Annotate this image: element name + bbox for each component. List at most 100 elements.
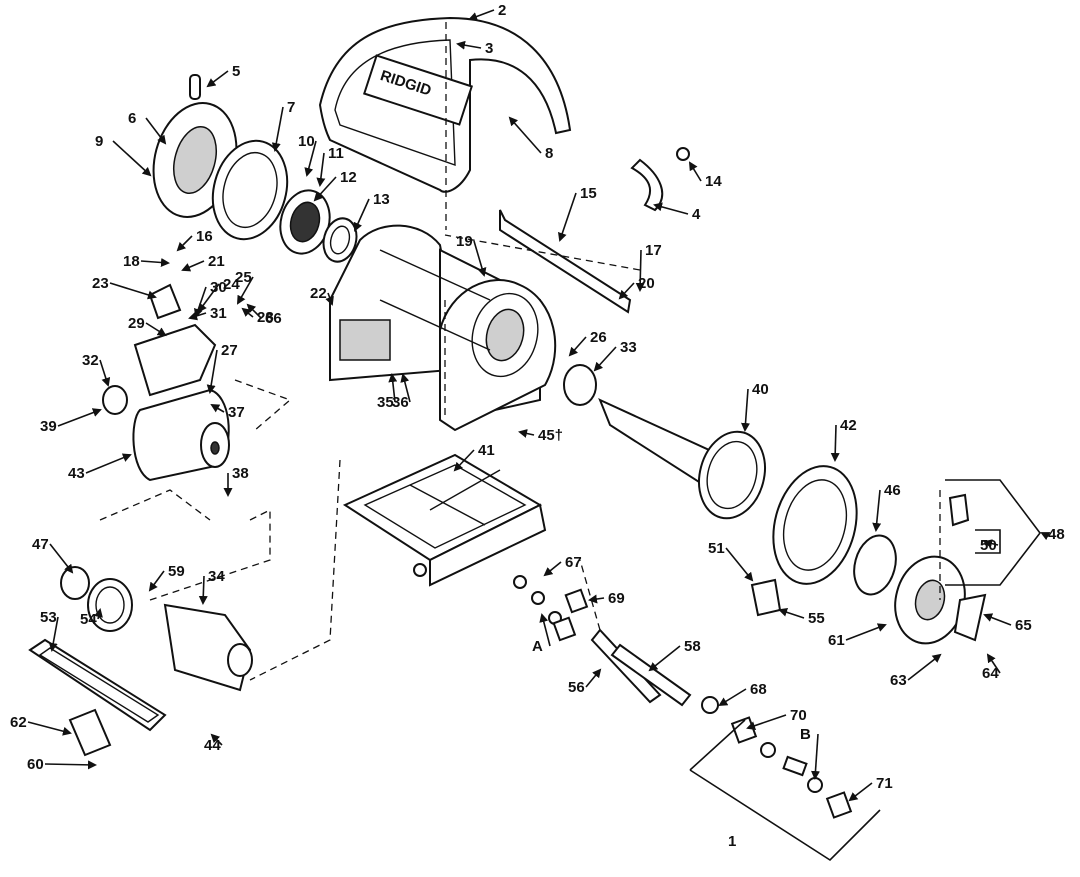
arrow-icon xyxy=(112,140,152,177)
arrow-icon xyxy=(237,276,254,305)
callout-label: 30 xyxy=(210,279,227,296)
arrow-icon xyxy=(210,403,225,413)
arrow-icon xyxy=(27,721,72,736)
arrow-icon xyxy=(85,453,132,474)
arrow-icon xyxy=(653,202,689,215)
arrow-icon xyxy=(453,449,475,472)
motor-group xyxy=(102,283,230,482)
arrow-icon xyxy=(725,547,754,582)
base-panel xyxy=(28,638,167,757)
arrow-icon xyxy=(585,668,602,688)
arrow-icon xyxy=(49,543,74,574)
callout-label: 28 xyxy=(257,309,274,326)
callout-label: 6 xyxy=(128,110,136,127)
arrow-icon xyxy=(271,106,284,152)
callout-label: 62 xyxy=(10,714,27,731)
arrow-icon xyxy=(246,303,262,319)
callout-label: 36 xyxy=(392,394,409,411)
arrow-icon xyxy=(316,152,326,187)
assembly-lines xyxy=(99,22,941,681)
callout-label: 25 xyxy=(235,269,252,286)
front-plate-parts xyxy=(152,74,358,263)
callout-label: 59 xyxy=(168,563,185,580)
callout-label: 37 xyxy=(228,404,245,421)
arrow-icon xyxy=(830,424,840,462)
arrow-icon xyxy=(635,249,645,292)
arrow-icon xyxy=(741,388,750,432)
arrow-icon xyxy=(145,117,167,145)
arrow-icon xyxy=(44,760,97,770)
callout-label: 18 xyxy=(123,253,140,270)
callout-label: 38 xyxy=(232,465,249,482)
callout-label: 55 xyxy=(808,610,825,627)
callout-label: 2 xyxy=(498,2,506,19)
arrow-icon xyxy=(206,70,229,88)
callout-label: 20 xyxy=(638,275,655,292)
callout-label: 39 xyxy=(40,418,57,435)
callout-label: 71 xyxy=(876,775,893,792)
tray-part xyxy=(342,453,547,587)
callout-label: 33 xyxy=(620,339,637,356)
callout-label: 35 xyxy=(377,394,394,411)
callout-label: 42 xyxy=(840,417,857,434)
callout-label: 4 xyxy=(692,206,701,223)
callout-label: 45† xyxy=(538,427,563,444)
arrow-icon xyxy=(618,282,635,300)
callout-label: 51 xyxy=(708,540,725,557)
callout-label: 14 xyxy=(705,173,722,190)
arrow-icon xyxy=(388,373,398,403)
callout-label: 63 xyxy=(890,672,907,689)
callout-label: 46 xyxy=(884,482,901,499)
callout-label: 47 xyxy=(32,536,49,553)
callout-label: 68 xyxy=(750,681,767,698)
callout-label: 27 xyxy=(221,342,238,359)
callout-label: 44 xyxy=(204,737,221,754)
callout-label: 31 xyxy=(210,305,227,322)
callout-label: 19 xyxy=(456,233,473,250)
arrow-icon xyxy=(94,608,103,620)
arrow-icon xyxy=(986,653,1001,674)
callout-label: 32 xyxy=(82,352,99,369)
arrow-icon xyxy=(210,733,223,746)
arrow-icon xyxy=(983,539,999,548)
arrow-icon xyxy=(845,623,887,641)
arrow-icon xyxy=(145,322,167,337)
arrow-icon xyxy=(456,40,482,50)
callout-label: 60 xyxy=(27,756,44,773)
callout-label: 65 xyxy=(1015,617,1032,634)
callout-label: 12 xyxy=(340,169,357,186)
arrow-icon xyxy=(568,336,587,357)
arrow-icon xyxy=(746,714,787,730)
callout-label: 26 xyxy=(590,329,607,346)
frame-part xyxy=(329,224,557,432)
callout-label: 64 xyxy=(982,665,999,682)
arrow-icon xyxy=(778,607,805,619)
callout-label: 3 xyxy=(485,40,493,57)
arrow-icon xyxy=(539,613,551,647)
arrow-icon xyxy=(313,176,337,202)
arrow-icon xyxy=(907,653,942,681)
spindle-group xyxy=(563,364,966,645)
callout-label: 15 xyxy=(580,185,597,202)
callout-label: 69 xyxy=(608,590,625,607)
callout-label: 67 xyxy=(565,554,582,571)
arrow-icon xyxy=(400,373,411,403)
callout-label: 21 xyxy=(208,253,225,270)
arrow-icon xyxy=(1040,532,1051,541)
arrow-icon xyxy=(508,116,542,154)
arrow-icon xyxy=(241,307,254,318)
callout-label: 24 xyxy=(223,276,240,293)
arrow-icon xyxy=(99,359,111,387)
arrow-icon xyxy=(593,346,617,372)
arrow-icon xyxy=(718,688,747,707)
arrow-icon xyxy=(194,286,207,318)
arrow-icon xyxy=(648,645,681,672)
arrow-icon xyxy=(543,561,562,577)
callout-label: 10 xyxy=(298,133,315,150)
arrow-icon xyxy=(325,292,334,306)
callout-label: 5 xyxy=(232,63,240,80)
callout-label: 1 xyxy=(728,833,736,850)
callout-label: 29 xyxy=(128,315,145,332)
arrow-icon xyxy=(872,489,882,532)
